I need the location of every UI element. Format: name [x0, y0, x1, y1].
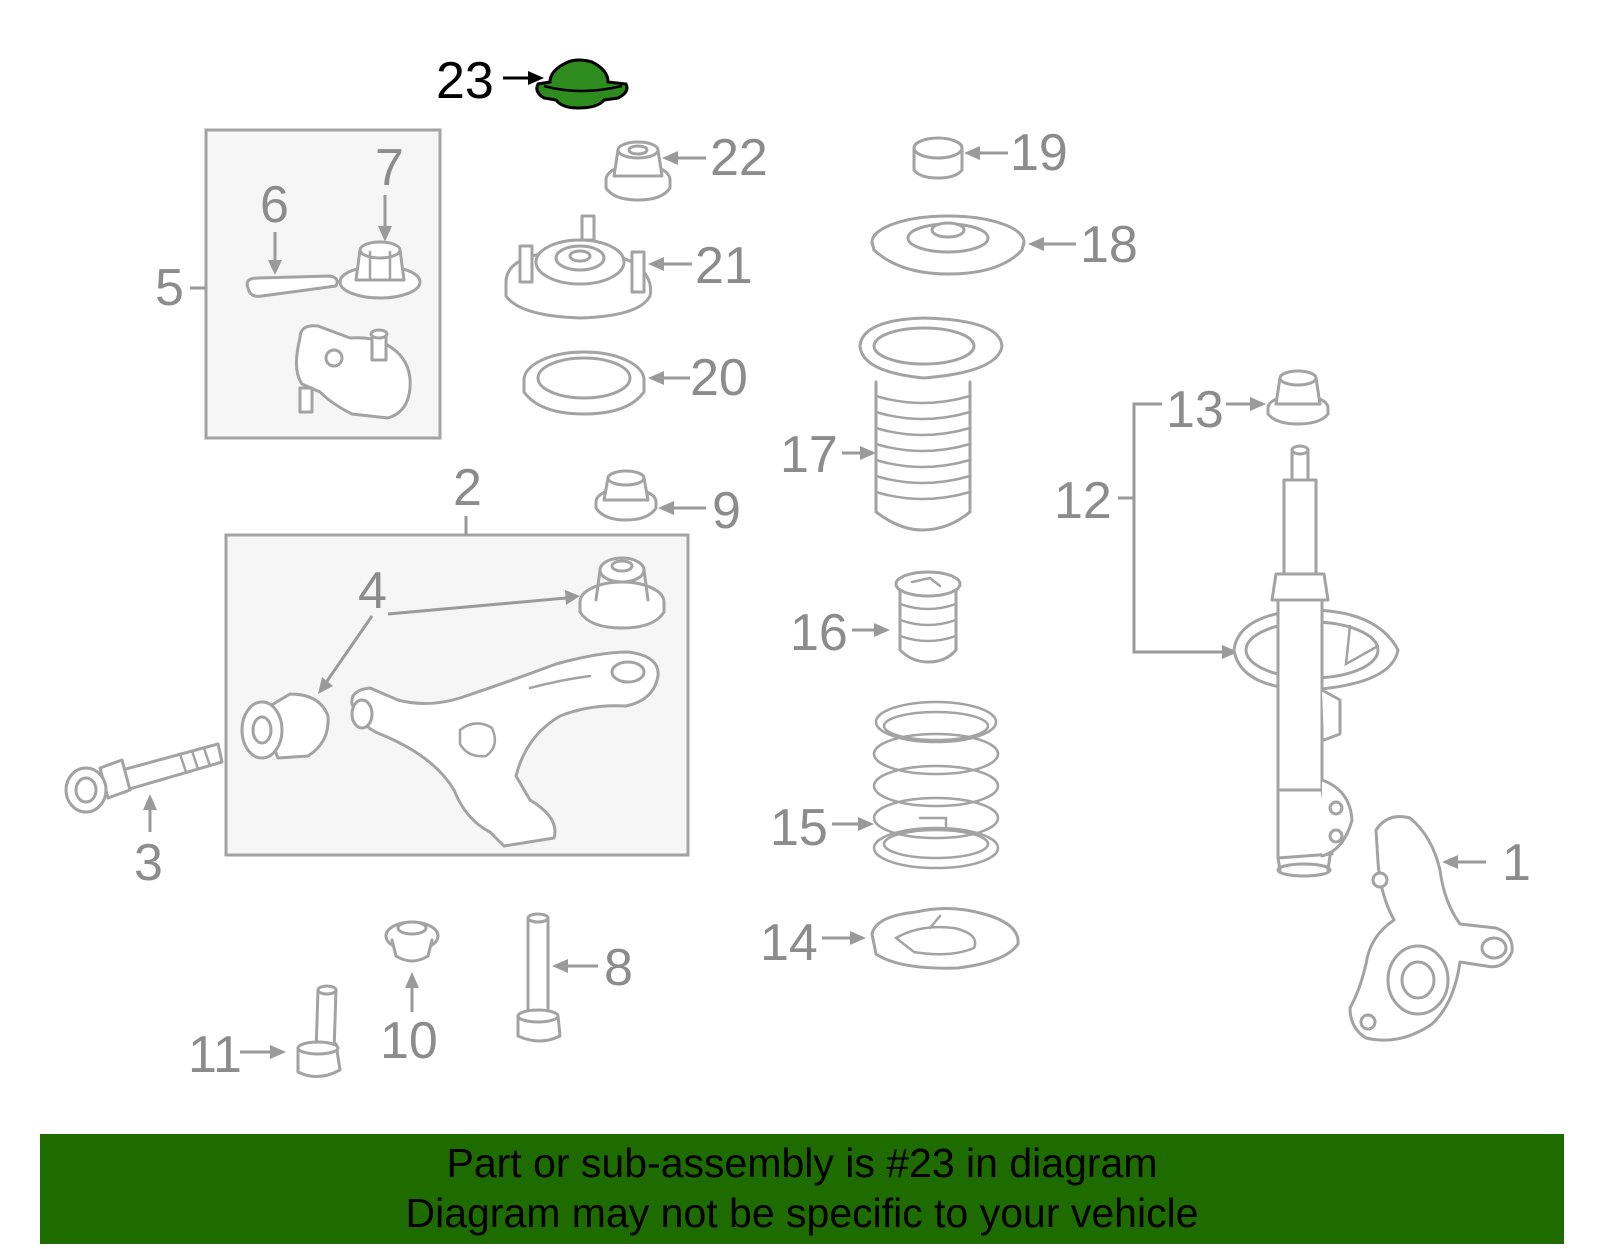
part-6-cotter-pin[interactable] — [245, 274, 339, 298]
part-14-lower-insulator[interactable] — [870, 906, 1020, 970]
part-4-front-bushing[interactable] — [240, 692, 330, 760]
label-5: 5 — [155, 259, 184, 317]
label-12: 12 — [1054, 472, 1112, 530]
part-20-bearing[interactable] — [522, 350, 646, 416]
label-1: 1 — [1502, 834, 1531, 892]
part-7-castle-nut[interactable] — [338, 240, 422, 300]
part-15-coil-spring[interactable] — [872, 700, 1000, 870]
label-4: 4 — [358, 562, 387, 620]
label-16: 16 — [790, 604, 848, 662]
banner-line-2: Diagram may not be specific to your vehi… — [405, 1190, 1199, 1236]
part-19-cap[interactable] — [912, 136, 964, 180]
part-2-control-arm[interactable] — [350, 650, 660, 848]
label-21: 21 — [695, 237, 753, 295]
banner-line-1: Part or sub-assembly is #23 in diagram — [446, 1140, 1158, 1186]
part-17-dust-boot[interactable] — [858, 316, 1004, 532]
label-8: 8 — [604, 939, 633, 997]
label-3: 3 — [134, 834, 163, 892]
part-13-nut[interactable] — [1266, 369, 1330, 426]
label-9: 9 — [712, 482, 741, 540]
label-17: 17 — [780, 426, 838, 484]
part-8-bolt[interactable] — [516, 912, 562, 1043]
label-19: 19 — [1010, 124, 1068, 182]
label-15: 15 — [770, 799, 828, 857]
label-10: 10 — [380, 1012, 438, 1070]
label-22: 22 — [710, 129, 768, 187]
label-2: 2 — [453, 459, 482, 517]
label-6: 6 — [260, 176, 289, 234]
label-7: 7 — [375, 139, 404, 197]
label-11: 11 — [188, 1026, 242, 1084]
label-20: 20 — [690, 349, 748, 407]
label-14: 14 — [760, 914, 818, 972]
part-18-upper-seat[interactable] — [870, 214, 1026, 276]
notice-banner: Part or sub-assembly is #23 in diagram D… — [40, 1134, 1564, 1244]
part-10-nut[interactable] — [384, 920, 440, 963]
part-22-nut[interactable] — [604, 140, 672, 202]
part-9-nut[interactable] — [594, 469, 658, 522]
part-21-strut-mount[interactable] — [504, 214, 653, 320]
part-4-rear-bushing[interactable] — [578, 556, 666, 630]
part-5-ball-joint[interactable] — [295, 324, 412, 420]
label-13: 13 — [1166, 381, 1224, 439]
part-23-highlighted[interactable] — [535, 58, 629, 110]
part-11-bolt[interactable] — [296, 984, 342, 1078]
label-23: 23 — [436, 52, 494, 110]
label-18: 18 — [1080, 216, 1138, 274]
part-3-bolt[interactable] — [64, 742, 224, 814]
part-16-bump-stop[interactable] — [894, 570, 962, 664]
part-12-strut-assembly[interactable] — [1232, 444, 1400, 878]
part-1-knuckle[interactable] — [1348, 815, 1514, 1042]
arrow-23 — [503, 71, 544, 85]
